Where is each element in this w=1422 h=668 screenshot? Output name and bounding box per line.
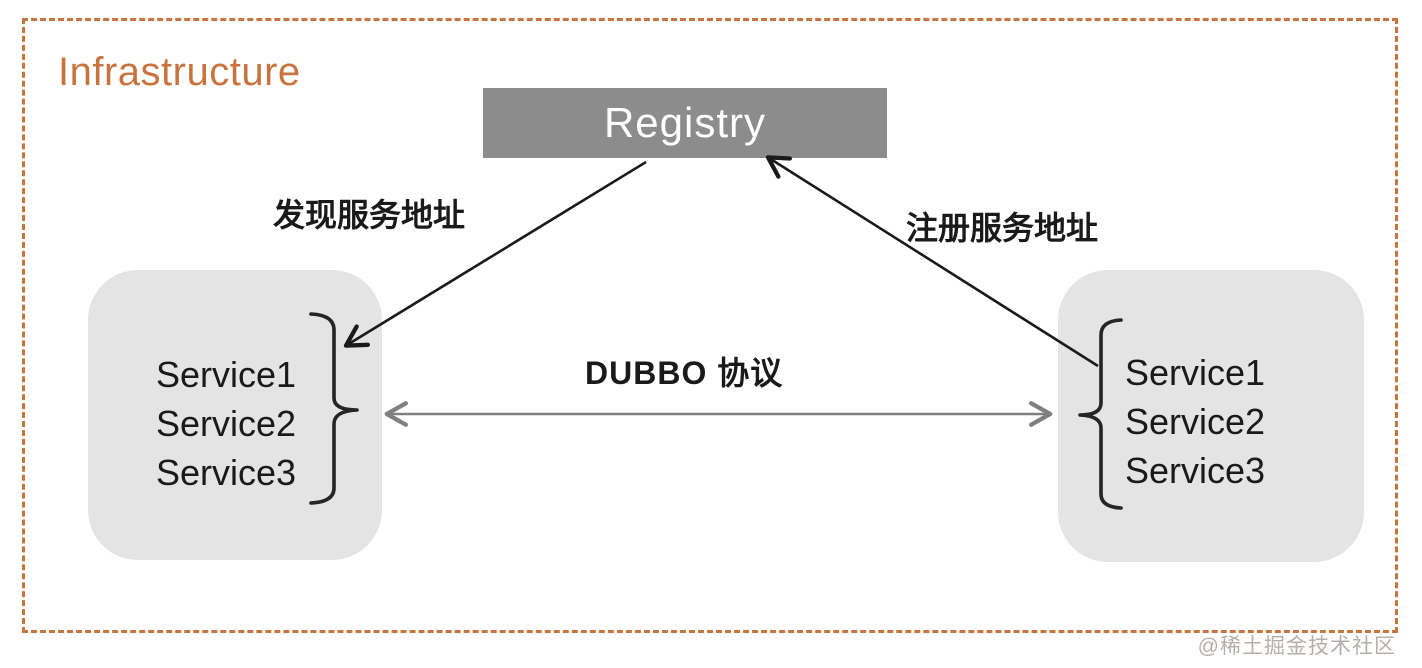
service-item: Service2 (1125, 401, 1266, 442)
infrastructure-dashed-frame (22, 18, 1398, 633)
registry-label: Registry (603, 99, 767, 146)
service-item: Service3 (156, 452, 297, 493)
service-item: Service2 (156, 403, 297, 444)
provider-service-list: Service1 Service2 Service3 (1125, 348, 1265, 495)
registry-node: Registry (483, 88, 887, 158)
discover-label: 发现服务地址 (273, 197, 466, 233)
protocol-label: DUBBO 协议 (585, 355, 784, 391)
service-item: Service3 (1125, 450, 1266, 491)
consumer-service-list: Service1 Service2 Service3 (156, 350, 296, 497)
service-group-consumer: Service1 Service2 Service3 (88, 270, 382, 560)
watermark: @稀土掘金技术社区 (1197, 635, 1396, 658)
service-item: Service1 (156, 354, 297, 395)
service-item: Service1 (1125, 352, 1266, 393)
register-label: 注册服务地址 (906, 210, 1099, 246)
service-group-provider: Service1 Service2 Service3 (1058, 270, 1364, 562)
infrastructure-title: Infrastructure (58, 50, 301, 94)
